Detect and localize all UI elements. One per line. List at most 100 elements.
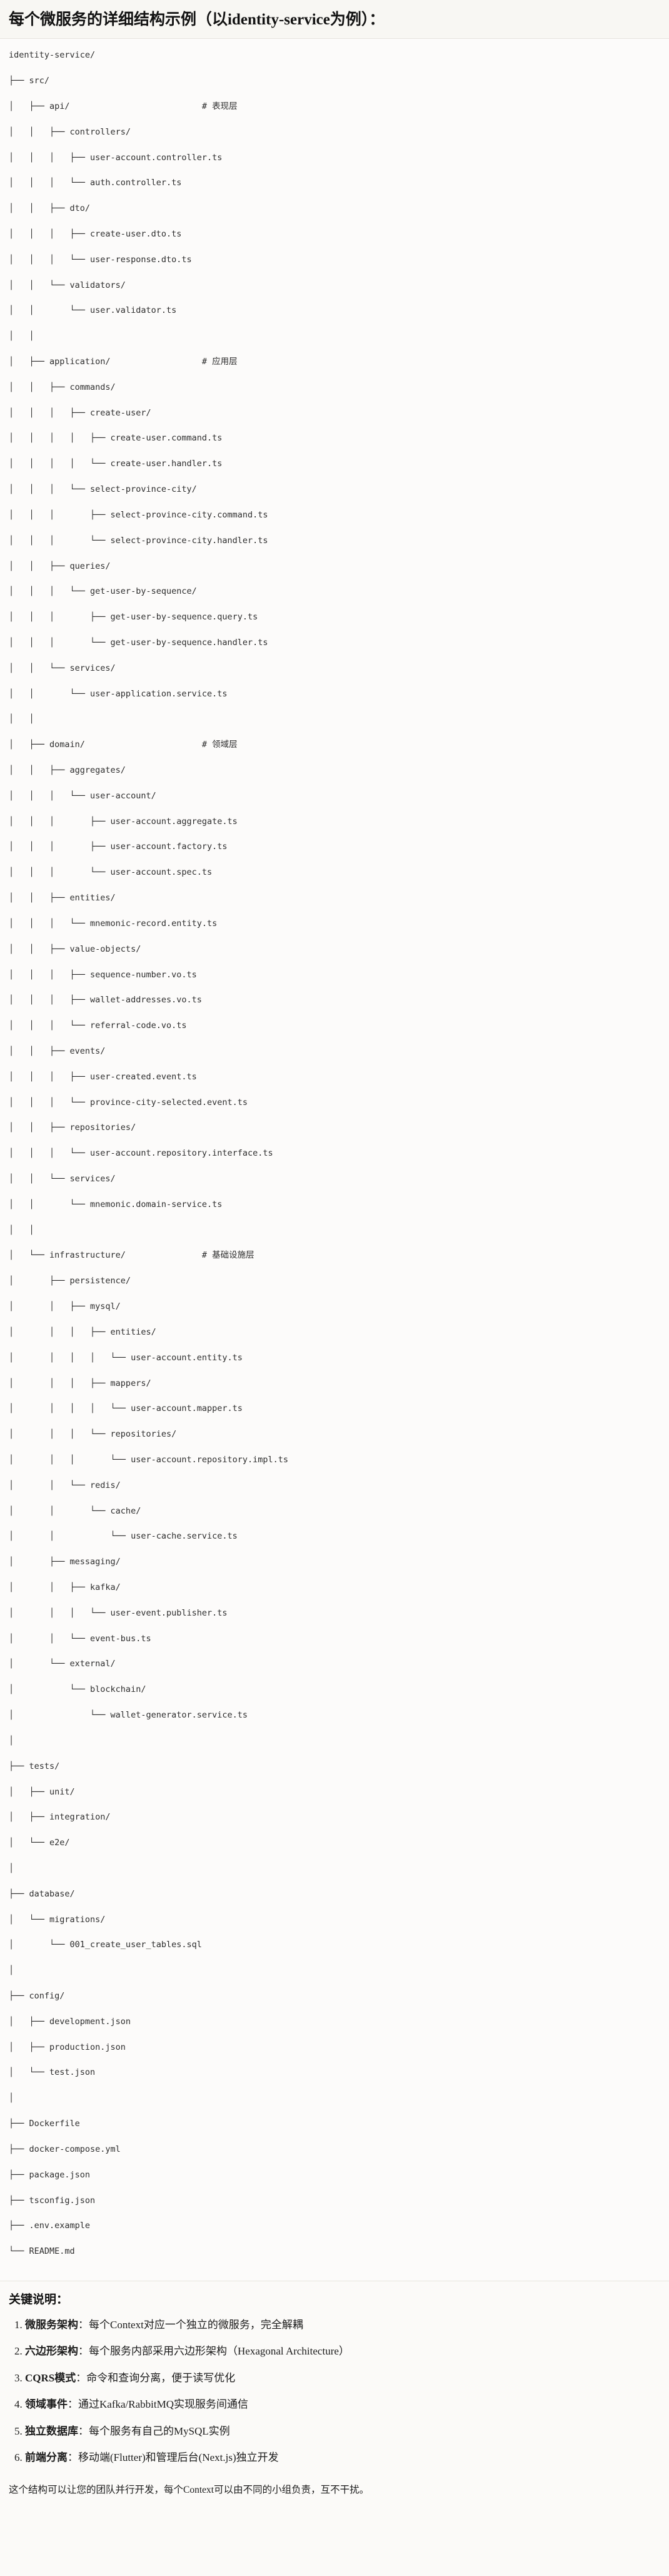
tree-line: │ │ [9, 714, 34, 725]
tree-line: ├── src/ [9, 76, 50, 86]
key-point-term: 六边形架构 [25, 2345, 78, 2358]
tree-line: ├── package.json [9, 2169, 91, 2180]
tree-line: ├── tests/ [9, 1761, 60, 1771]
tree-line: │ │ ├── commands/ [9, 382, 116, 392]
key-point-item: 领域事件：通过Kafka/RabbitMQ实现服务间通信 [25, 2396, 660, 2413]
tree-line: │ │ │ └── user-response.dto.ts [9, 254, 192, 265]
tree-line: │ │ └── services/ [9, 663, 116, 673]
tree-line: │ │ │ └── user-account.spec.ts [9, 867, 213, 878]
tree-line: │ ├── domain/ # 领域层 [9, 740, 238, 750]
tree-line: │ │ ├── entities/ [9, 893, 116, 904]
tree-line: │ │ │ └── get-user-by-sequence.handler.t… [9, 637, 268, 648]
tree-line: │ ├── api/ # 表现层 [9, 101, 238, 111]
key-point-description: 每个服务有自己的MySQL实例 [89, 2425, 230, 2437]
tree-line: │ └── wallet-generator.service.ts [9, 1710, 248, 1721]
key-point-item: 独立数据库：每个服务有自己的MySQL实例 [25, 2423, 660, 2440]
tree-line: └── README.md [9, 2246, 75, 2257]
tree-line: │ │ │ └── select-province-city.handler.t… [9, 535, 268, 546]
tree-line: │ │ │ ├── sequence-number.vo.ts [9, 969, 197, 980]
key-points-title: 关键说明： [9, 2293, 69, 2306]
tree-line: │ │ │ ├── user-account.aggregate.ts [9, 816, 238, 827]
tree-line: │ │ ├── queries/ [9, 561, 111, 571]
tree-line: │ │ └── mnemonic.domain-service.ts [9, 1199, 223, 1209]
tree-line: │ │ └── cache/ [9, 1505, 141, 1516]
tree-line: │ │ │ ├── select-province-city.command.t… [9, 509, 268, 520]
page-title: 每个微服务的详细结构示例（以identity-service为例）： [9, 11, 385, 28]
tree-line: │ │ │ └── referral-code.vo.ts [9, 1021, 187, 1031]
directory-tree-code: identity-service/ ├── src/ │ ├── api/ # … [9, 49, 660, 2258]
tree-line: │ │ ├── aggregates/ [9, 765, 126, 775]
key-point-separator: ： [78, 2345, 89, 2358]
tree-line: │ │ └── user.validator.ts [9, 305, 177, 316]
key-point-term: 前端分离 [25, 2451, 68, 2464]
tree-line: │ └── external/ [9, 1659, 116, 1669]
tree-line: │ └── migrations/ [9, 1914, 106, 1925]
tree-line: │ [9, 1965, 14, 1976]
tree-line: │ │ [9, 1224, 34, 1235]
tree-line: ├── database/ [9, 1888, 75, 1899]
tree-line: │ │ │ │ ├── create-user.command.ts [9, 433, 223, 444]
tree-line: │ │ ├── value-objects/ [9, 944, 141, 954]
tree-line: │ └── blockchain/ [9, 1684, 146, 1695]
tree-line: ├── docker-compose.yml [9, 2144, 121, 2154]
key-point-term: CQRS模式 [25, 2371, 76, 2384]
tree-line: │ │ │ ├── user-account.factory.ts [9, 842, 228, 852]
tree-line: │ ├── application/ # 应用层 [9, 357, 238, 367]
tree-line: │ │ │ ├── wallet-addresses.vo.ts [9, 995, 202, 1005]
tree-line: │ │ │ └── auth.controller.ts [9, 178, 182, 188]
tree-line: │ │ └── user-cache.service.ts [9, 1531, 238, 1542]
directory-tree: identity-service/ ├── src/ │ ├── api/ # … [9, 49, 660, 2271]
key-point-item: 前端分离：移动端(Flutter)和管理后台(Next.js)独立开发 [25, 2450, 660, 2466]
key-point-description: 每个服务内部采用六边形架构（Hexagonal Architecture） [89, 2345, 350, 2358]
tree-line: │ [9, 2093, 14, 2104]
tree-line: │ │ │ └── user-account/ [9, 790, 156, 801]
tree-line: │ │ └── services/ [9, 1174, 116, 1184]
tree-line: │ │ ├── events/ [9, 1046, 106, 1056]
tree-line: │ └── e2e/ [9, 1838, 70, 1848]
tree-line: │ │ │ ├── create-user/ [9, 407, 151, 418]
tree-line: │ │ │ │ └── user-account.mapper.ts [9, 1403, 243, 1414]
key-point-term: 微服务架构 [25, 2318, 78, 2331]
directory-tree-block: identity-service/ ├── src/ │ ├── api/ # … [0, 39, 669, 2281]
key-point-description: 通过Kafka/RabbitMQ实现服务间通信 [78, 2398, 248, 2411]
key-point-separator: ： [76, 2371, 87, 2384]
key-point-separator: ： [68, 2451, 78, 2464]
tree-line: │ [9, 1863, 14, 1873]
tree-line: │ │ │ ├── entities/ [9, 1326, 156, 1337]
tree-line: │ │ │ └── user-account.repository.interf… [9, 1148, 273, 1159]
key-point-item: 六边形架构：每个服务内部采用六边形架构（Hexagonal Architectu… [25, 2343, 660, 2360]
tree-line: │ │ │ └── user-account.repository.impl.t… [9, 1454, 289, 1465]
key-point-separator: ： [68, 2398, 78, 2411]
tree-line: │ │ │ │ └── create-user.handler.ts [9, 459, 223, 469]
tree-line: │ │ └── user-application.service.ts [9, 688, 228, 699]
tree-line: │ │ │ └── province-city-selected.event.t… [9, 1097, 248, 1107]
tree-line: │ │ │ └── select-province-city/ [9, 484, 197, 495]
tree-line: ├── tsconfig.json [9, 2195, 96, 2206]
key-point-description: 命令和查询分离，便于读写优化 [86, 2371, 236, 2384]
tree-line: │ └── test.json [9, 2067, 96, 2078]
tree-line: ├── config/ [9, 1991, 65, 2001]
tree-line: │ │ ├── repositories/ [9, 1123, 136, 1133]
tree-line: │ │ └── redis/ [9, 1480, 121, 1490]
tree-line: │ │ │ └── get-user-by-sequence/ [9, 586, 197, 597]
tree-line: │ │ │ └── user-event.publisher.ts [9, 1607, 228, 1618]
key-points-list: 微服务架构：每个Context对应一个独立的微服务，完全解耦六边形架构：每个服务… [9, 2317, 660, 2466]
tree-line: │ │ │ │ └── user-account.entity.ts [9, 1352, 243, 1363]
tree-line: │ └── infrastructure/ # 基础设施层 [9, 1250, 254, 1261]
tree-line: ├── .env.example [9, 2221, 91, 2231]
tree-line: │ │ │ ├── get-user-by-sequence.query.ts [9, 612, 258, 623]
tree-line: │ ├── integration/ [9, 1812, 111, 1823]
key-point-term: 独立数据库 [25, 2425, 78, 2437]
tree-line: │ [9, 1735, 14, 1746]
tree-line: │ │ ├── kafka/ [9, 1582, 121, 1592]
tree-line: │ ├── production.json [9, 2042, 126, 2052]
tree-line: │ ├── development.json [9, 2016, 131, 2027]
key-point-separator: ： [78, 2425, 89, 2437]
tree-line: │ │ │ └── repositories/ [9, 1429, 177, 1440]
tree-line: │ │ └── validators/ [9, 280, 126, 290]
key-point-term: 领域事件 [25, 2398, 68, 2411]
tree-line: ├── Dockerfile [9, 2119, 80, 2129]
document-page: 每个微服务的详细结构示例（以identity-service为例）： ident… [0, 0, 669, 2508]
tree-line: │ │ ├── dto/ [9, 203, 91, 214]
closing-paragraph: 这个结构可以让您的团队并行开发，每个Context可以由不同的小组负责，互不干扰… [9, 2484, 370, 2495]
